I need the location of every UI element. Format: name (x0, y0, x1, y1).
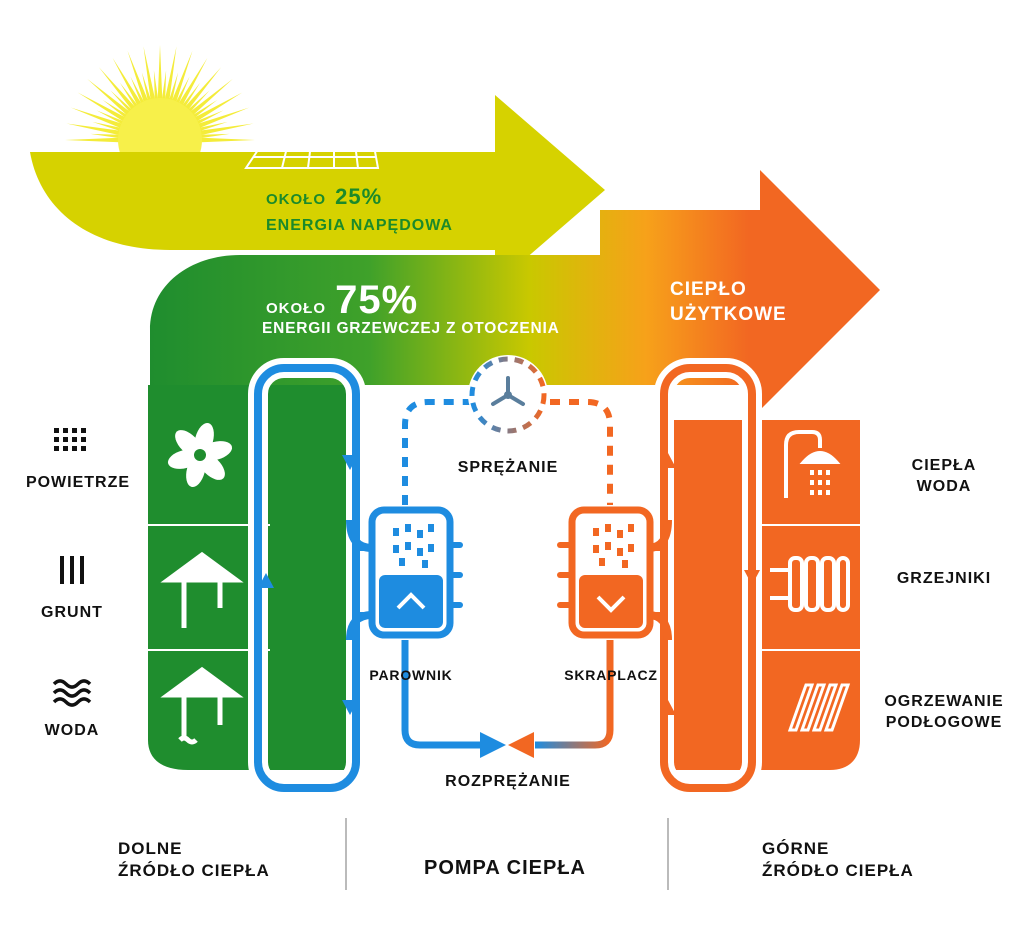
useful-heat-line2: UŻYTKOWE (670, 304, 787, 325)
output-label-radiators: GRZEJNIKI (897, 570, 991, 587)
upper-loop (654, 358, 762, 798)
footer-right-line1: GÓRNE (762, 839, 829, 858)
expansion-line-blue (401, 640, 482, 749)
refrigerant-line-blue (402, 399, 470, 505)
source-label-air: POWIETRZE (26, 474, 130, 491)
compressor-icon (468, 355, 548, 435)
upper-source-panel (665, 420, 860, 770)
radiator-icon (770, 556, 850, 612)
fan-icon (167, 422, 233, 488)
evaporator-icon (357, 506, 463, 639)
waves-icon (52, 679, 92, 707)
ambient-pct-value: 75% (335, 278, 418, 322)
svg-text:OKOŁO 25%: OKOŁO 25% (266, 184, 382, 209)
svg-text:OKOŁO 75%: OKOŁO 75% (266, 278, 418, 322)
solar-panel-icon (244, 134, 380, 169)
water-house-icon (160, 666, 244, 745)
ambient-energy-label: ENERGII GRZEWCZEJ Z OTOCZENIA (262, 320, 560, 337)
ambient-pct-prefix: OKOŁO (266, 300, 326, 317)
lower-loop (248, 358, 366, 798)
ambient-heat-arrow (150, 170, 880, 410)
output-label-hot-water-1: CIEPŁA (912, 457, 977, 474)
expansion-valve-icon (480, 732, 534, 758)
wind-turbine-icon (298, 86, 404, 152)
footer-right-line2: ŹRÓDŁO CIEPŁA (762, 861, 914, 880)
driving-energy-label: ENERGIA NAPĘDOWA (266, 217, 453, 234)
source-label-water: WODA (45, 722, 100, 739)
driving-pct-prefix: OKOŁO (266, 191, 326, 208)
output-label-floor-2: PODŁOGOWE (886, 714, 1003, 731)
dots-grid-icon (54, 428, 86, 451)
driving-pct-value: 25% (335, 184, 382, 209)
condenser-label: SKRAPLACZ (564, 667, 658, 683)
refrigerant-line-orange (550, 399, 613, 505)
ground-house-icon (160, 551, 244, 628)
sun-icon (65, 45, 255, 182)
expansion-line-orange (535, 640, 614, 749)
floor-heating-icon (787, 683, 851, 732)
footer-left-line1: DOLNE (118, 839, 183, 858)
footer-left-line2: ŹRÓDŁO CIEPŁA (118, 861, 270, 880)
compression-label: SPRĘŻANIE (458, 458, 559, 476)
output-label-floor-1: OGRZEWANIE (884, 693, 1003, 710)
evaporator-label: PAROWNIK (369, 667, 452, 683)
driving-energy-arrow (30, 95, 605, 285)
expansion-label: ROZPRĘŻANIE (445, 772, 571, 790)
shower-icon (784, 430, 841, 498)
source-label-ground: GRUNT (41, 604, 103, 621)
output-label-hot-water-2: WODA (917, 478, 972, 495)
power-pylon-icon (436, 101, 468, 149)
footer-center: POMPA CIEPŁA (424, 857, 586, 879)
vertical-lines-icon (60, 556, 84, 584)
condenser-icon (557, 506, 665, 639)
useful-heat-line1: CIEPŁO (670, 279, 747, 300)
